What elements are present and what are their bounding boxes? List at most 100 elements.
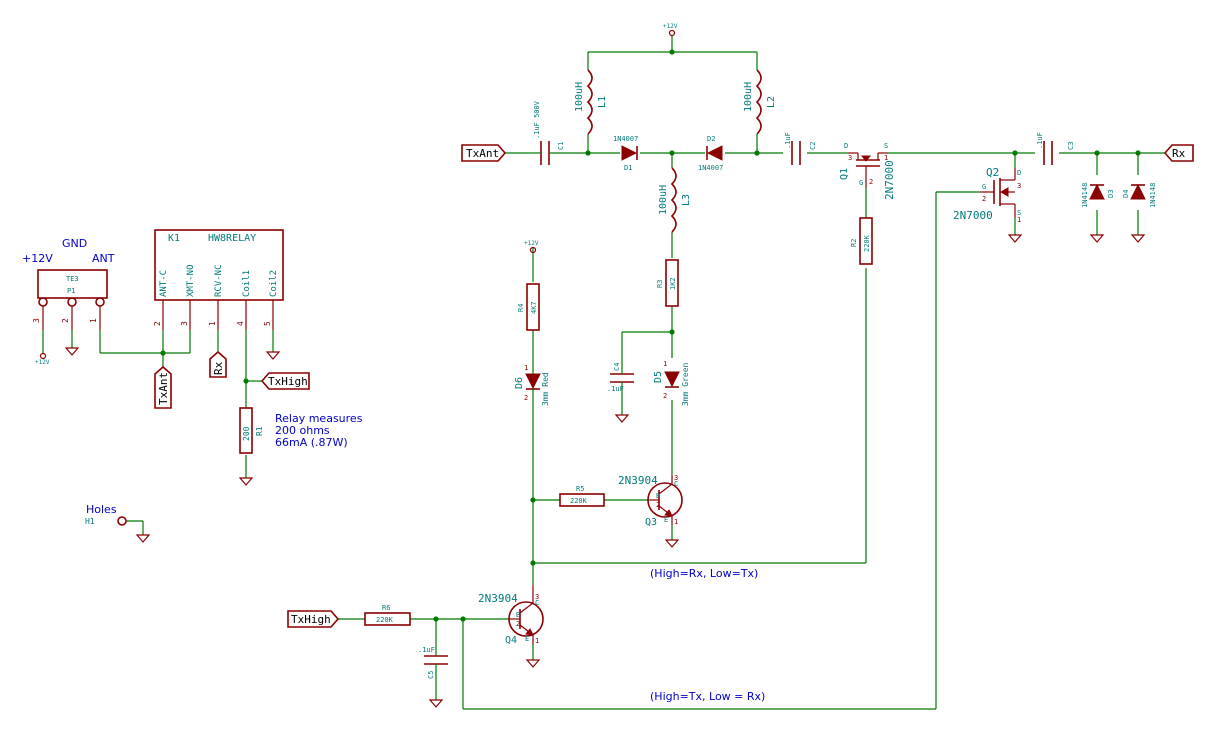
svg-text:E: E xyxy=(664,516,668,524)
svg-text:Holes: Holes xyxy=(86,503,117,516)
svg-text:2N7000: 2N7000 xyxy=(953,209,993,222)
svg-text:1: 1 xyxy=(1017,216,1021,224)
capacitor-c3: .1uF C3 xyxy=(1036,132,1075,165)
comment-rx-note: (High=Rx, Low=Tx) xyxy=(650,567,758,580)
svg-text:R2: R2 xyxy=(850,239,858,247)
pin-num: 3 xyxy=(32,318,41,323)
svg-text:3mm Red: 3mm Red xyxy=(541,372,550,406)
svg-text:Relay measures: Relay measures xyxy=(275,412,363,425)
capacitor-c2: .1uF C2 xyxy=(784,132,817,165)
bjt-q3: 2N3904 Q3 B 2 C 3 E 1 xyxy=(618,474,683,528)
svg-text:4K7: 4K7 xyxy=(530,301,538,314)
svg-text:D: D xyxy=(1017,169,1021,177)
svg-text:2N3904: 2N3904 xyxy=(618,474,658,487)
svg-text:Rx: Rx xyxy=(1172,147,1186,160)
svg-text:R4: R4 xyxy=(517,304,525,312)
connector-label-12v: +12V xyxy=(22,252,53,265)
svg-text:D3: D3 xyxy=(1107,190,1115,198)
svg-text:3mm Green: 3mm Green xyxy=(681,362,690,406)
pin-num: 1 xyxy=(208,321,217,326)
svg-text:D5: D5 xyxy=(653,371,664,383)
svg-text:220K: 220K xyxy=(376,616,394,624)
diode-d3: 1N4148 D3 xyxy=(1081,183,1115,208)
svg-text:3: 3 xyxy=(535,593,539,601)
svg-text:C4: C4 xyxy=(613,363,621,371)
capacitor-c1: .1uF 500V C1 xyxy=(528,100,565,165)
pin-num: 1 xyxy=(89,318,98,323)
svg-text:.1uF: .1uF xyxy=(1036,132,1044,149)
netlabel-txant-relay: TxAnt xyxy=(154,365,172,409)
relay-value: HW8RELAY xyxy=(208,233,256,244)
svg-text:3: 3 xyxy=(674,474,678,482)
led-d5: D5 3mm Green 1 2 xyxy=(653,360,690,406)
svg-text:2: 2 xyxy=(524,394,528,402)
connector-label-gnd: GND xyxy=(62,237,87,250)
netlabel-txant-top: TxAnt xyxy=(461,144,507,162)
svg-text:.1uF: .1uF xyxy=(607,385,624,393)
svg-text:C2: C2 xyxy=(809,142,817,150)
mounting-holes: Holes H1 xyxy=(85,503,127,526)
svg-text:2: 2 xyxy=(516,620,520,628)
svg-text:Q1: Q1 xyxy=(839,168,850,180)
relay-pin-name: XMT-NO xyxy=(186,264,196,297)
svg-text:1: 1 xyxy=(663,360,667,368)
connector-value: TE3 xyxy=(66,275,79,283)
pin-num: 2 xyxy=(153,321,162,326)
svg-text:R3: R3 xyxy=(656,280,664,288)
svg-text:C1: C1 xyxy=(557,142,565,150)
netlabel-rx-top: Rx xyxy=(1163,144,1194,162)
svg-text:D2: D2 xyxy=(707,135,715,143)
svg-text:Q2: Q2 xyxy=(986,166,999,179)
svg-text:S: S xyxy=(884,142,888,150)
resistor-r6: 220K R6 xyxy=(364,604,411,626)
svg-text:2N3904: 2N3904 xyxy=(478,592,518,605)
svg-text:C: C xyxy=(674,480,678,488)
svg-text:200: 200 xyxy=(242,426,251,441)
svg-text:S: S xyxy=(1017,209,1021,217)
svg-text:G: G xyxy=(859,179,863,187)
svg-text:D1: D1 xyxy=(624,164,632,172)
relay-k1: K1 HW8RELAY ANT-C XMT-NO RCV-NC Coil1 Co… xyxy=(153,229,284,330)
relay-note: Relay measures 200 ohms 66mA (.87W) xyxy=(275,412,363,449)
pin-num: 3 xyxy=(180,321,189,326)
svg-text:1N4148: 1N4148 xyxy=(1081,183,1089,208)
bjt-q4: 2N3904 Q4 B 2 C 3 E 1 xyxy=(478,585,544,646)
diode-d1: 1N4007 D1 xyxy=(613,135,638,172)
svg-text:Q4: Q4 xyxy=(505,635,517,646)
svg-text:1: 1 xyxy=(674,518,678,526)
relay-pin-name: RCV-NC xyxy=(214,264,224,297)
svg-text:G: G xyxy=(982,183,986,191)
relay-pin-name: Coil2 xyxy=(269,270,279,297)
svg-text:1: 1 xyxy=(535,637,539,645)
netlabel-txhigh-input: TxHigh xyxy=(287,610,340,628)
svg-text:3: 3 xyxy=(848,154,852,162)
svg-text:C: C xyxy=(535,599,539,607)
resistor-r1: 200 R1 xyxy=(239,407,264,454)
connector-p1: +12V GND ANT TE3 P1 3 2 1 xyxy=(22,237,115,330)
svg-text:C5: C5 xyxy=(427,671,435,679)
power-12v-led: +12V xyxy=(524,240,539,254)
power-12v-top: +12V xyxy=(663,23,678,37)
svg-text:.1uF: .1uF xyxy=(418,646,435,654)
junctions xyxy=(160,49,1141,622)
svg-text:100uH: 100uH xyxy=(743,82,754,112)
power-label: +12V xyxy=(35,359,50,366)
svg-text:L3: L3 xyxy=(681,194,692,206)
relay-pin-name: ANT-C xyxy=(159,270,169,297)
inductor-l3: 100uH L3 xyxy=(658,167,692,233)
led-d6: D6 3mm Red 1 2 xyxy=(514,362,550,406)
resistor-r3: 1K2 R3 xyxy=(656,259,679,307)
svg-text:2: 2 xyxy=(663,392,667,400)
resistor-r5: 220K R5 xyxy=(559,485,605,507)
svg-text:100uH: 100uH xyxy=(658,185,669,215)
power-12v-connector: +12V xyxy=(35,330,50,366)
pin-num: 4 xyxy=(236,321,245,326)
svg-text:C3: C3 xyxy=(1067,142,1075,150)
pin-num: 2 xyxy=(61,318,70,323)
svg-text:1N4148: 1N4148 xyxy=(1149,183,1157,208)
svg-text:1N4007: 1N4007 xyxy=(613,135,638,143)
svg-text:D4: D4 xyxy=(1122,190,1130,198)
svg-text:R5: R5 xyxy=(576,485,584,493)
resistor-r2: 220K R2 xyxy=(850,217,873,265)
svg-text:Q3: Q3 xyxy=(645,517,657,528)
